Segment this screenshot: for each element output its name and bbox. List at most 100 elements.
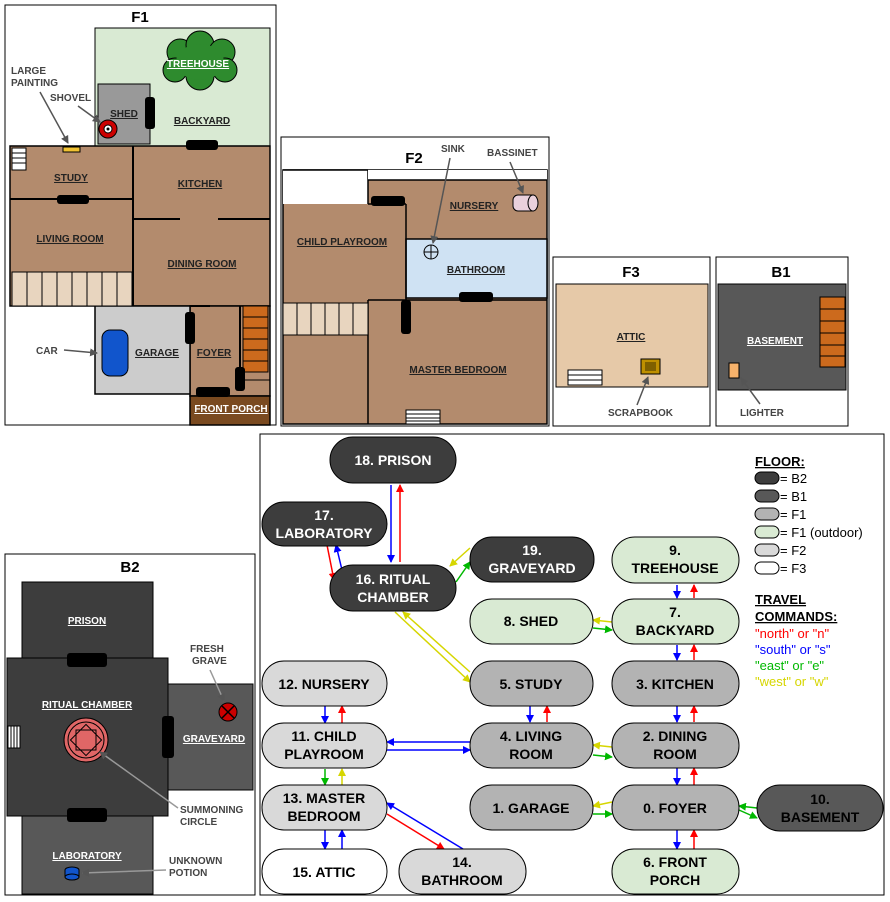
room-label-ritual-chamber: RITUAL CHAMBER: [42, 700, 133, 711]
callout-arrow: [63, 348, 98, 357]
graph-node-basement: 10. BASEMENT: [756, 784, 884, 832]
graph-node-garage: 1. GARAGE: [469, 784, 594, 831]
node-label: 18. PRISON: [354, 452, 431, 468]
graph-node-laboratory: 17. LABORATORY: [261, 501, 388, 547]
graph-node-ritual-chamber: 16. RITUAL CHAMBER: [329, 564, 457, 612]
node-label: BASEMENT: [781, 809, 860, 825]
shovel-icon: [98, 119, 118, 139]
legend-swatch-b2: [754, 471, 780, 485]
node-label: 17.: [314, 507, 333, 523]
node-label: 12. NURSERY: [278, 676, 370, 692]
door: [145, 97, 155, 129]
edge-west: [449, 547, 471, 567]
edge-west: [592, 741, 613, 750]
legend-swatch-f1-outdoor: [754, 525, 780, 539]
b1-title: B1: [771, 264, 790, 281]
door: [162, 716, 174, 758]
callout-arrow: [39, 91, 69, 144]
door: [186, 140, 218, 150]
node-label: 7.: [669, 604, 681, 620]
floor-b2-map: B2 PRISON RITUAL CHAMBER GRAVEYARD: [4, 553, 256, 896]
potion-icon: [64, 866, 80, 881]
room-label-treehouse: TREEHOUSE: [167, 59, 230, 70]
callout-arrow: [740, 377, 761, 405]
summoning-circle-icon: [63, 717, 109, 763]
room-label-laboratory: LABORATORY: [52, 851, 122, 862]
node-label: 11. CHILD: [291, 728, 356, 744]
edge-east: [455, 561, 471, 583]
node-label: PORCH: [650, 872, 701, 888]
graph-node-attic: 15. ATTIC: [261, 848, 388, 895]
label-summoning-circle-line2: CIRCLE: [180, 817, 218, 828]
callout-arrow: [99, 751, 179, 809]
edge-south: [333, 544, 343, 571]
door: [401, 300, 411, 334]
floor-f3-map: F3 ATTIC SCRAPBOOK: [552, 256, 711, 427]
label-lighter: LIGHTER: [740, 408, 785, 419]
node-label: 16. RITUAL: [356, 571, 431, 587]
label-unknown-potion-line2: POTION: [169, 868, 207, 879]
f2-title: F2: [405, 150, 423, 167]
bassinet-icon: [512, 194, 539, 212]
callout-arrow: [636, 376, 650, 406]
node-label: 13. MASTER: [283, 790, 365, 806]
room-label-child-playroom: CHILD PLAYROOM: [297, 237, 387, 248]
room-label-foyer: FOYER: [197, 348, 232, 359]
legend-command-south: "south" or "s": [755, 642, 831, 657]
front-porch-area: [189, 395, 271, 426]
room-label-bathroom: BATHROOM: [447, 265, 505, 276]
node-label: 19.: [522, 542, 541, 558]
node-label: BEDROOM: [287, 808, 360, 824]
legend-swatch-b1: [754, 489, 780, 503]
room-label-graveyard: GRAVEYARD: [183, 734, 245, 745]
room-connection-graph: 18. PRISON 17. LABORATORY 16. RITUAL CHA…: [259, 433, 885, 896]
legend-swatch-f1: [754, 507, 780, 521]
legend: FLOOR: = B2 = B1 = F1 = F1 (outdoor) = F…: [754, 454, 863, 689]
room-label-garage: GARAGE: [135, 348, 179, 359]
node-label: 15. ATTIC: [292, 864, 355, 880]
floor-f2-map: F2 CHILD PLAYROOM NURSERY BA: [280, 136, 550, 427]
edge-west: [402, 611, 471, 673]
label-shovel: SHOVEL: [50, 93, 91, 104]
legend-floor-heading: FLOOR:: [755, 454, 805, 469]
edge-south: [386, 802, 464, 850]
node-label: TREEHOUSE: [631, 560, 718, 576]
node-label: PLAYROOM: [284, 746, 364, 762]
label-unknown-potion-line1: UNKNOWN: [169, 856, 222, 867]
legend-floor-f1-outdoor: = F1 (outdoor): [780, 525, 863, 540]
room-label-prison: PRISON: [68, 616, 106, 627]
door: [67, 653, 107, 667]
stairs-icon: [11, 147, 27, 171]
node-label: BATHROOM: [421, 872, 502, 888]
legend-command-east: "east" or "e": [755, 658, 824, 673]
graph-node-treehouse: 9. TREEHOUSE: [611, 536, 740, 584]
graph-node-front-porch: 6. FRONT PORCH: [611, 848, 740, 895]
edge-east: [592, 752, 613, 761]
graph-node-backyard: 7. BACKYARD: [611, 598, 740, 645]
stairs-icon: [11, 271, 133, 307]
legend-swatch-f3: [754, 561, 780, 575]
node-label: 1. GARAGE: [492, 800, 569, 816]
graph-node-graveyard: 19. GRAVEYARD: [469, 536, 595, 583]
graph-node-child-playroom: 11. CHILD PLAYROOM: [261, 722, 388, 769]
node-label: 14.: [452, 854, 471, 870]
door: [67, 808, 107, 822]
attic-stairs-icon: [405, 409, 441, 425]
legend-floor-b2: = B2: [780, 471, 807, 486]
node-label: 6. FRONT: [643, 854, 707, 870]
node-label: BACKYARD: [636, 622, 715, 638]
callout-arrow: [77, 105, 101, 123]
node-label: CHAMBER: [357, 589, 429, 605]
lighter-icon: [728, 362, 740, 379]
edge-west: [592, 616, 613, 625]
f3-title: F3: [622, 264, 640, 281]
node-label: LABORATORY: [276, 525, 374, 541]
legend-travel-heading-1: TRAVEL: [755, 592, 806, 607]
edge-north: [326, 544, 337, 581]
label-scrapbook: SCRAPBOOK: [608, 408, 674, 419]
graph-node-study: 5. STUDY: [469, 660, 594, 707]
room-label-master-bedroom: MASTER BEDROOM: [409, 365, 506, 376]
label-fresh-grave-line2: GRAVE: [192, 656, 227, 667]
sink-icon: [423, 244, 439, 260]
graph-node-dining-room: 2. DINING ROOM: [611, 722, 740, 769]
